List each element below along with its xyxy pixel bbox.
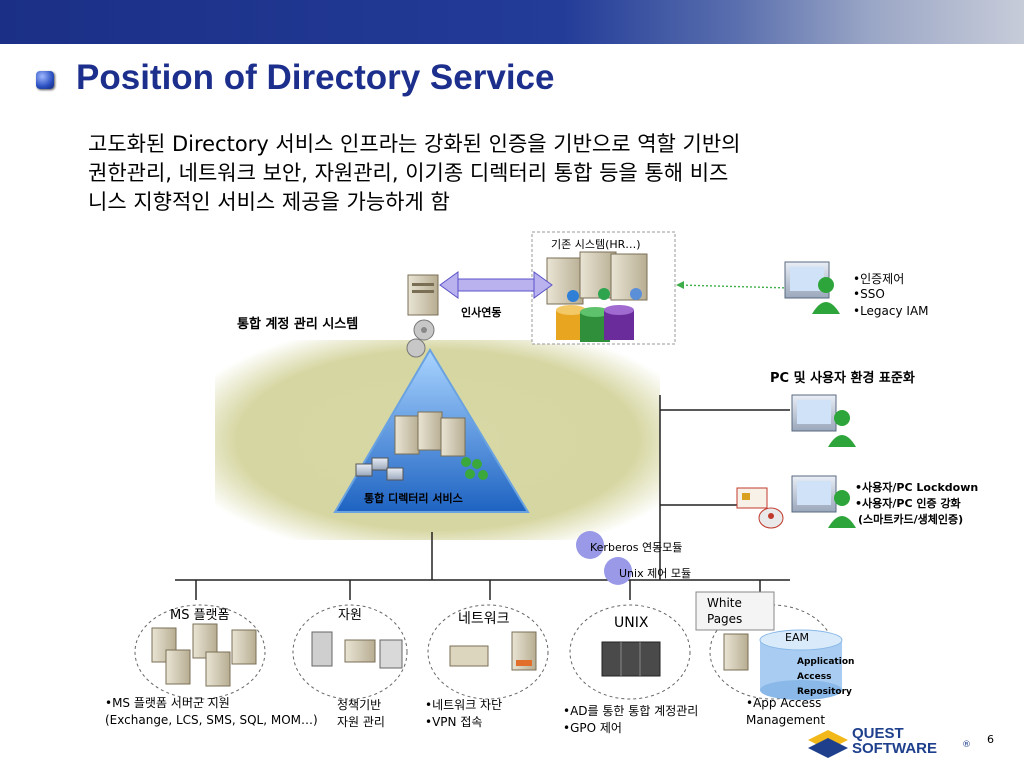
quest-logo-line1: QUEST	[852, 725, 904, 742]
hr-integration-label: 인사연동	[461, 306, 502, 319]
resource-group	[292, 604, 408, 700]
lockdown-pc-user-icon	[791, 475, 856, 528]
auth-pc-user-icon	[784, 261, 840, 314]
legacy-iam-text: •Legacy IAM	[853, 304, 929, 318]
eam-server-icon	[723, 633, 749, 671]
pc-lockdown-text: •사용자/PC Lockdown	[855, 481, 979, 494]
sso-text: •SSO	[853, 287, 885, 301]
smartcard-icon	[736, 487, 768, 509]
auth-dotted-link	[677, 284, 791, 289]
account-server-icon	[407, 274, 439, 316]
quest-logo-registered: ®	[962, 740, 971, 750]
kerberos-module-icon	[576, 531, 604, 559]
network-title: 네트워크	[458, 611, 510, 627]
gear-icon	[406, 319, 435, 358]
hr-sync-arrow-icon	[439, 271, 553, 299]
unix-title: UNIX	[614, 615, 649, 631]
legacy-servers-icon	[546, 251, 648, 305]
resource-server-icon	[311, 631, 333, 667]
directory-servers-icon	[394, 411, 466, 457]
resource-desc: 정책기반 자원 관리	[337, 698, 385, 729]
network-device-icon	[449, 631, 537, 671]
repository-label: Application Access Repository	[797, 657, 855, 697]
integrated-account-label: 통합 계정 관리 시스템	[237, 317, 359, 332]
eam-desc: •App Access Management	[746, 696, 826, 727]
network-desc: •네트워크 차단 •VPN 접속	[425, 698, 503, 729]
ms-platform-group	[134, 604, 266, 700]
unix-desc: •AD를 통한 통합 계정관리 •GPO 제어	[563, 704, 699, 735]
kerberos-module-label: Kerberos 연동모듈	[590, 541, 683, 554]
unix-group	[569, 604, 691, 700]
directory-service-label: 통합 디렉터리 서비스	[364, 492, 463, 505]
printer-icon	[344, 639, 403, 669]
legacy-system-label: 기존 시스템(HR…)	[551, 238, 641, 251]
ms-servers-icon	[151, 623, 257, 687]
resource-title: 자원	[338, 608, 362, 623]
fingerprint-mouse-icon	[758, 507, 784, 529]
auth-control-text: •인증제어	[853, 272, 905, 286]
network-group	[427, 604, 549, 700]
unix-module-label: Unix 제어 모듈	[619, 567, 692, 580]
standard-pc-user-icon	[791, 394, 856, 447]
quest-logo-line2: SOFTWARE	[852, 740, 937, 757]
unix-rack-icon	[601, 641, 661, 677]
title-bullet-icon	[36, 71, 54, 89]
white-pages-label: White Pages	[707, 596, 743, 626]
pc-standardization-label: PC 및 사용자 환경 표준화	[770, 371, 915, 386]
intro-text: 고도화된 Directory 서비스 인프라는 강화된 인증을 기반으로 역할 …	[88, 132, 741, 214]
ms-platform-title: MS 플랫폼	[170, 608, 230, 623]
quest-logo-icon	[808, 730, 848, 758]
eam-label: EAM	[785, 631, 809, 644]
database-icons	[556, 305, 634, 342]
unix-module-icon	[604, 557, 632, 585]
auth-strengthen-text: •사용자/PC 인증 강화	[855, 497, 961, 510]
white-pages-card	[695, 591, 775, 631]
client-pcs-icon	[355, 457, 404, 481]
users-group-icon	[461, 457, 488, 480]
slide-title: Position of Directory Service	[76, 58, 555, 97]
ms-platform-desc: •MS 플랫폼 서버군 지원 (Exchange, LCS, SMS, SQL,…	[105, 696, 318, 727]
top-banner	[0, 0, 1024, 44]
smartcard-biometric-text: (스마트카드/생체인증)	[858, 513, 964, 526]
page-number: 6	[987, 733, 994, 746]
repository-cylinder-icon	[759, 629, 843, 700]
